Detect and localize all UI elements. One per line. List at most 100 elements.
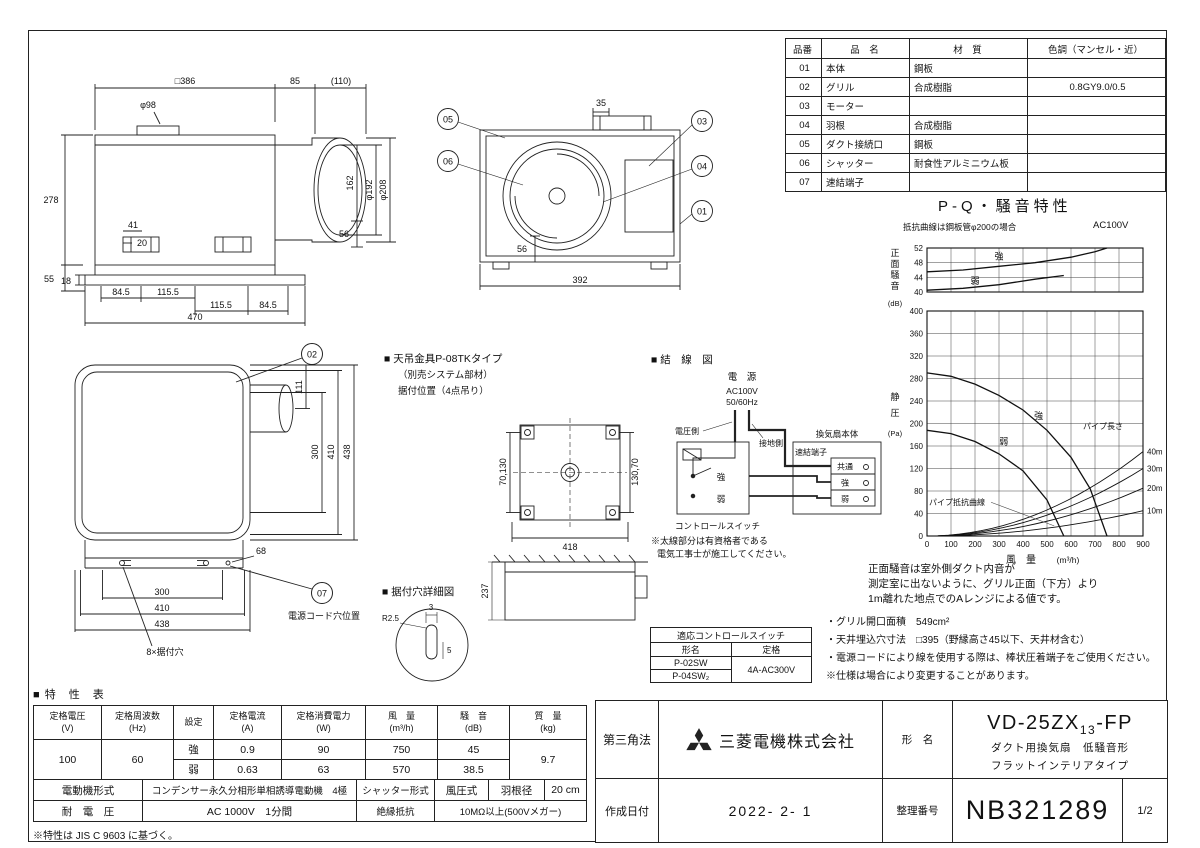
- dim-237: 237: [480, 583, 490, 598]
- dim-56: 56: [339, 229, 349, 239]
- company-cell: 三菱電機株式会社: [658, 700, 883, 779]
- bracket-sub1: （別売システム部材）: [398, 369, 493, 381]
- pressure-tick-label: 40: [914, 510, 923, 519]
- model-desc-2: フラットインテリアタイプ: [991, 759, 1129, 772]
- callout-01: 01: [697, 207, 707, 217]
- control-switch-label: コントロールスイッチ: [675, 521, 760, 531]
- note-line: 測定室に出ないように、グリル正面（下方）より: [868, 578, 1099, 591]
- series-label: 弱: [999, 436, 1008, 446]
- dim-84-5a: 84.5: [112, 287, 130, 297]
- bracket-dimensions: 70,130 130,70 418: [498, 432, 640, 552]
- dim-115-5a: 115.5: [157, 287, 179, 297]
- spec-header-row: 定格電圧(V) 定格周波数(Hz) 設定 定格電流(A) 定格消費電力(W) 風…: [33, 705, 587, 740]
- switch-model-1: P-02SW: [650, 656, 732, 670]
- pressure-tick-label: 280: [910, 375, 924, 384]
- noise-tick-label: 40: [914, 288, 923, 297]
- noise-axis-label: 面: [890, 259, 899, 269]
- series-label: 弱: [970, 276, 979, 286]
- noise-axis-label: 音: [890, 280, 899, 291]
- noise-tick-label: 44: [914, 273, 923, 282]
- dim-55: 55: [44, 274, 54, 284]
- dim-v300: 300: [310, 444, 320, 459]
- parts-header-row: 品番 品 名 材 質 色調（マンセル・近）: [785, 38, 1166, 59]
- dim-18: 18: [61, 276, 71, 286]
- pressure-axis-unit: (Pa): [888, 429, 903, 438]
- x-tick-label: 200: [968, 540, 982, 549]
- company-name: 三菱電機株式会社: [718, 733, 855, 751]
- noise-tick-label: 48: [914, 259, 923, 268]
- voltage-label: AC100V: [726, 386, 758, 396]
- pressure-tick-label: 240: [910, 397, 924, 406]
- bracket-sub2: 据付位置（4点吊り）: [398, 385, 489, 397]
- chart-title: P-Q・騒音特性: [938, 198, 1072, 215]
- x-tick-label: 600: [1064, 540, 1078, 549]
- pipe-length-label: 20m: [1147, 484, 1163, 493]
- switch-rating: 4A-AC300V: [730, 656, 812, 683]
- pipe-length-label: 30m: [1147, 465, 1163, 474]
- dim-392: 392: [572, 275, 587, 285]
- spec-hipot-row: 耐 電 圧 AC 1000V 1分間 絶縁抵抗 10MΩ以上(500Vメガー): [33, 800, 587, 822]
- front-view-geometry: [84, 125, 367, 286]
- creation-date: 2022- 2- 1: [658, 778, 883, 843]
- note-bullet: ・グリル開口面積 549cm²: [826, 617, 950, 628]
- dim-56b: 56: [517, 244, 527, 254]
- pressure-tick-label: 120: [910, 465, 924, 474]
- pipe-length-label: 40m: [1147, 448, 1163, 457]
- dim-111: 111: [294, 380, 304, 394]
- spec-title: ■ 特 性 表: [33, 689, 105, 701]
- spec-footnote: ※特性は JIS C 9603 に基づく。: [33, 831, 179, 842]
- parts-col-color: 色調（マンセル・近）: [1027, 38, 1166, 59]
- general-notes: ・グリル開口面積 549cm² ・天井埋込穴寸法 □395（野縁高さ45以下、天…: [826, 614, 1156, 686]
- dim-h438: 438: [154, 619, 169, 629]
- switch-col-rating: 定格: [730, 642, 812, 657]
- x-tick-label: 300: [992, 540, 1006, 549]
- page-indicator: 1/2: [1121, 778, 1169, 843]
- pipe-length-title: パイプ長さ: [1083, 422, 1123, 431]
- callout-03: 03: [697, 117, 707, 127]
- dim-3: 3: [429, 603, 434, 612]
- dim-162: 162: [345, 175, 355, 190]
- series-label: 強: [1034, 410, 1043, 421]
- dim-5: 5: [447, 646, 452, 655]
- series-label: 強: [994, 251, 1003, 262]
- chart-note-voltage: AC100V: [1093, 220, 1129, 231]
- bottom-view-geometry: [479, 115, 681, 270]
- dim-386: □386: [175, 76, 195, 86]
- spec-section: ■ 特 性 表 定格電圧(V) 定格周波数(Hz) 設定 定格電流(A) 定格消…: [33, 686, 587, 842]
- x-tick-label: 900: [1136, 540, 1150, 549]
- spec-motor-row: 電動機形式 コンデンサー永久分相形単相誘導電動機 4極 シャッター形式 風圧式 …: [33, 779, 587, 801]
- noise-tick-label: 52: [914, 244, 923, 253]
- dim-418: 418: [562, 542, 577, 552]
- pipe-curve-label: パイプ抵抗曲線: [929, 497, 985, 507]
- wiring-note1: ※太線部分は有資格者である: [651, 535, 768, 546]
- dim-68: 68: [256, 546, 266, 556]
- chart-note-condition: 抵抗曲線は鋼板管φ200の場合: [903, 222, 1017, 232]
- mitsubishi-logo-icon: [686, 728, 712, 751]
- switch-high-label: 強: [717, 472, 726, 482]
- noise-axis-unit: (dB): [888, 299, 903, 308]
- callout-05: 05: [443, 115, 453, 125]
- switch-model-2: P-04SW₂: [650, 669, 732, 683]
- switch-table-title: 適応コントロールスイッチ: [650, 627, 812, 643]
- note-line: 正面騒音は室外側ダクト内音が: [868, 563, 1015, 575]
- pressure-tick-label: 320: [910, 352, 924, 361]
- pressure-tick-label: 200: [910, 420, 924, 429]
- dim-v410: 410: [326, 444, 336, 459]
- x-tick-label: 0: [925, 540, 930, 549]
- bracket-title: ■ 天吊金具P-08TKタイプ: [384, 352, 503, 365]
- dim-phi208: φ208: [378, 180, 388, 201]
- dim-130-70: 130,70: [630, 458, 640, 486]
- cord-hole-label: 電源コード穴位置: [288, 610, 360, 621]
- reference-number: NB321289: [952, 778, 1123, 843]
- noise-axis-label: 正: [890, 248, 899, 258]
- spec-mass: 9.7: [509, 739, 587, 780]
- ground-side-label: 接地側: [759, 438, 783, 448]
- bracket-geometry: [513, 418, 627, 527]
- model-cell: VD-25ZX13-FP ダクト用換気扇 低騒音形 フラットインテリアタイプ: [951, 700, 1169, 779]
- callout-07: 07: [317, 589, 327, 599]
- callout-06: 06: [443, 157, 453, 167]
- dim-470: 470: [187, 312, 202, 322]
